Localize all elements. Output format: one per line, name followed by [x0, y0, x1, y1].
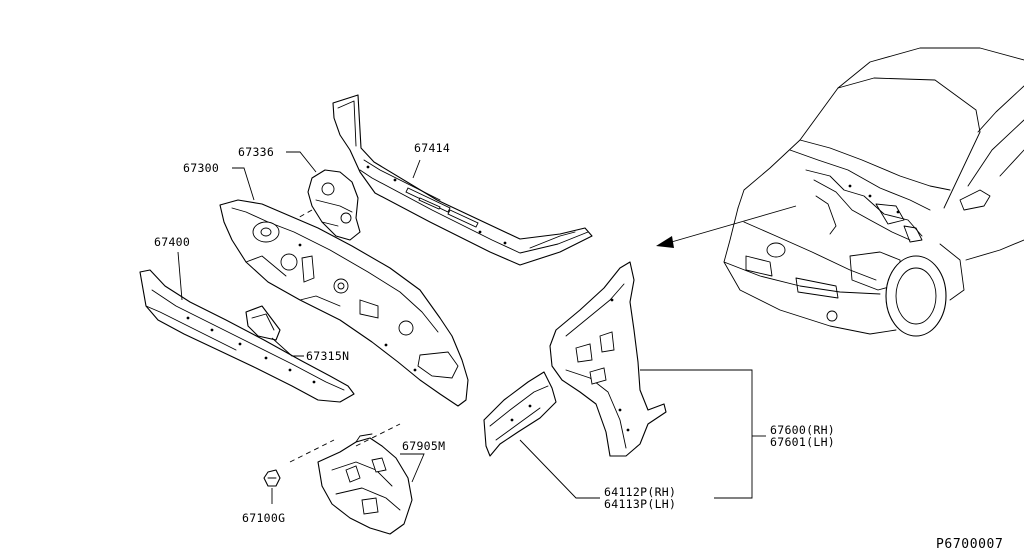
leader-64112P	[519, 439, 600, 499]
location-arrow-head	[656, 236, 674, 248]
dash-67905M-b	[289, 439, 335, 463]
vehicle-front-view-illustration	[723, 47, 1024, 337]
location-arrow-line	[667, 205, 797, 244]
leader-67315N	[271, 337, 304, 357]
dash-67905M-a	[355, 423, 401, 447]
leader-67414	[412, 159, 421, 179]
leader-67905M	[400, 453, 425, 483]
part-67414-cowl-top-upper	[332, 94, 593, 266]
label-67414: 67414	[414, 141, 450, 155]
label-67336: 67336	[238, 145, 274, 159]
part-67600-side-dash	[549, 261, 667, 457]
label-64112P: 64112P(RH)	[604, 485, 676, 499]
part-64112P-side-panel	[483, 371, 557, 457]
label-64113P: 64113P(LH)	[604, 497, 676, 511]
part-67336-bracket	[307, 169, 361, 241]
label-67300: 67300	[183, 161, 219, 175]
label-67315N: 67315N	[306, 349, 349, 363]
leader-67600	[640, 369, 753, 499]
part-67400-cowl-top-lower	[139, 269, 355, 403]
label-67600: 67600(RH)	[770, 423, 835, 437]
leader-67400	[177, 251, 183, 301]
part-67100G-clip	[263, 469, 281, 487]
label-67400: 67400	[154, 235, 190, 249]
leader-67336	[286, 151, 317, 173]
part-67300-dash-panel	[219, 199, 469, 407]
label-67100G: 67100G	[242, 511, 285, 525]
part-67905M-insulator	[317, 433, 413, 535]
diagram-reference-code: P6700007	[936, 537, 1003, 552]
part-67315N-bracket	[245, 305, 281, 341]
label-67601: 67601(LH)	[770, 435, 835, 449]
label-67905M: 67905M	[402, 439, 445, 453]
leader-67300	[232, 167, 255, 201]
